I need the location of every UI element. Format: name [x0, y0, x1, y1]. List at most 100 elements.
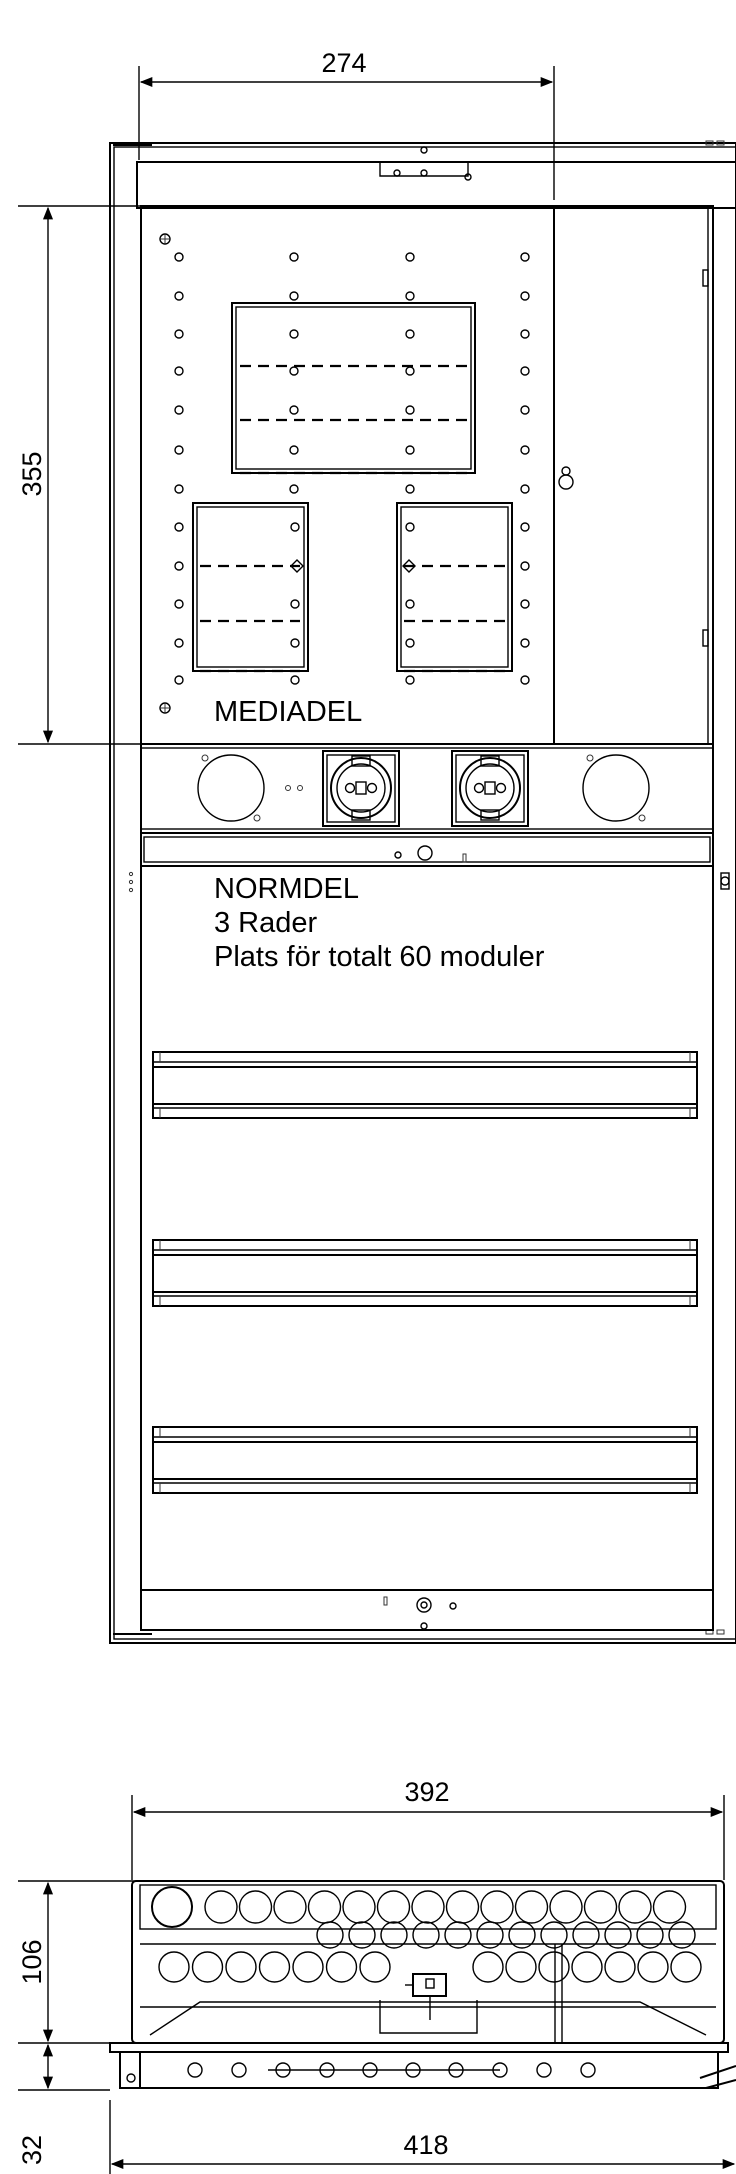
panel-holes	[174, 252, 530, 685]
mounting-hole	[174, 561, 184, 571]
mounting-hole	[520, 291, 530, 301]
top-base-plate	[109, 2042, 736, 2089]
mounting-hole	[174, 291, 184, 301]
mounting-hole	[174, 522, 184, 532]
mounting-hole	[289, 405, 299, 415]
cable-entry-holes	[151, 1886, 702, 1983]
base-mounting-hole	[536, 2062, 552, 2078]
mounting-hole	[289, 445, 299, 455]
cable-entry-hole	[549, 1890, 583, 1924]
cable-entry-hole	[445, 1890, 480, 1924]
socket-strip	[140, 743, 714, 834]
base-mounting-hole	[319, 2062, 335, 2078]
cable-entry-hole	[273, 1890, 307, 1924]
mounting-hole	[289, 329, 299, 339]
mounting-hole	[520, 522, 530, 532]
dimension-label-top-inner-width: 392	[404, 1777, 449, 1807]
mounting-hole	[405, 329, 415, 339]
mounting-hole	[174, 445, 184, 455]
mounting-hole	[405, 405, 415, 415]
cable-entry-hole	[652, 1890, 687, 1924]
cable-entry-hole	[571, 1951, 603, 1983]
cable-entry-hole	[158, 1951, 190, 1983]
cable-entry-hole	[325, 1951, 358, 1983]
cable-entry-hole	[316, 1921, 344, 1949]
mounting-hole	[405, 522, 415, 532]
cable-entry-hole	[505, 1951, 537, 1983]
cable-entry-hole	[508, 1921, 536, 1949]
power-outlet-icon	[451, 750, 529, 827]
cable-entry-hole	[204, 1890, 238, 1924]
top-bracket	[136, 146, 736, 209]
mounting-hole	[174, 675, 184, 685]
mounting-hole	[289, 291, 299, 301]
mounting-hole	[174, 366, 184, 376]
cable-entry-hole	[342, 1890, 376, 1924]
cable-hole-left	[197, 754, 265, 822]
cable-entry-hole	[151, 1886, 193, 1928]
mounting-hole	[520, 484, 530, 494]
cable-entry-hole	[604, 1951, 636, 1983]
dimension-front-width: 274	[138, 48, 555, 200]
din-rail	[152, 1051, 698, 1119]
din-rail	[152, 1426, 698, 1494]
media-section-label: MEDIADEL	[214, 696, 362, 728]
dimension-label-front-height: 355	[17, 451, 47, 496]
mounting-hole	[520, 445, 530, 455]
mounting-hole	[520, 599, 530, 609]
base-mounting-hole	[448, 2062, 464, 2078]
cable-entry-hole	[444, 1921, 472, 1949]
cable-entry-hole	[307, 1890, 342, 1924]
cable-entry-hole	[572, 1921, 600, 1949]
mounting-hole	[405, 291, 415, 301]
cable-entry-hole	[359, 1951, 391, 1983]
mounting-hole	[520, 675, 530, 685]
cable-entry-hole	[238, 1890, 273, 1924]
mounting-hole	[405, 599, 415, 609]
normal-panel: NORMDEL 3 Rader Plats för totalt 60 modu…	[140, 865, 714, 1591]
cable-entry-hole	[412, 1921, 440, 1949]
dimension-label-front-width: 274	[321, 48, 366, 78]
mounting-hole	[290, 675, 300, 685]
mounting-hole	[174, 484, 184, 494]
front-view: 274 355	[17, 48, 736, 1644]
dimension-top-depth: 106	[17, 1880, 140, 2044]
dimension-front-height: 355	[17, 205, 150, 745]
mounting-hole	[520, 405, 530, 415]
mounting-hole	[405, 675, 415, 685]
cable-entry-hole	[637, 1951, 669, 1983]
normal-section-title: NORMDEL	[214, 873, 359, 905]
base-mounting-hole	[231, 2062, 247, 2078]
mounting-hole	[520, 329, 530, 339]
dimension-label-top-total-width: 418	[403, 2130, 448, 2160]
media-panel: MEDIADEL	[140, 205, 714, 745]
dimension-top-base: 32	[17, 2043, 110, 2165]
base-mounting-hole	[362, 2062, 378, 2078]
base-mounting-hole	[405, 2062, 421, 2078]
cable-hole-right	[582, 754, 650, 822]
mounting-hole	[174, 599, 184, 609]
base-mounting-hole	[187, 2062, 203, 2078]
mounting-hole	[174, 638, 184, 648]
mounting-hole	[174, 252, 184, 262]
mounting-hole	[520, 561, 530, 571]
mounting-hole	[290, 638, 300, 648]
mounting-hole	[520, 252, 530, 262]
screw-icon	[159, 702, 171, 714]
mounting-hole	[289, 366, 299, 376]
top-body	[131, 1880, 725, 2044]
dimension-top-inner-width: 392	[131, 1777, 725, 1880]
cable-entry-hole	[540, 1921, 568, 1949]
mounting-hole	[520, 366, 530, 376]
cable-entry-hole	[514, 1890, 549, 1924]
base-mounting-hole	[492, 2062, 508, 2078]
cable-entry-hole	[376, 1890, 411, 1924]
top-view: 392 106 32 418	[17, 1777, 736, 2174]
dimension-top-total-width: 418	[109, 2100, 736, 2174]
cable-entry-hole	[636, 1921, 664, 1949]
base-mounting-hole	[580, 2062, 596, 2078]
cable-entry-hole	[538, 1951, 570, 1983]
mounting-hole	[405, 252, 415, 262]
mounting-hole	[520, 638, 530, 648]
